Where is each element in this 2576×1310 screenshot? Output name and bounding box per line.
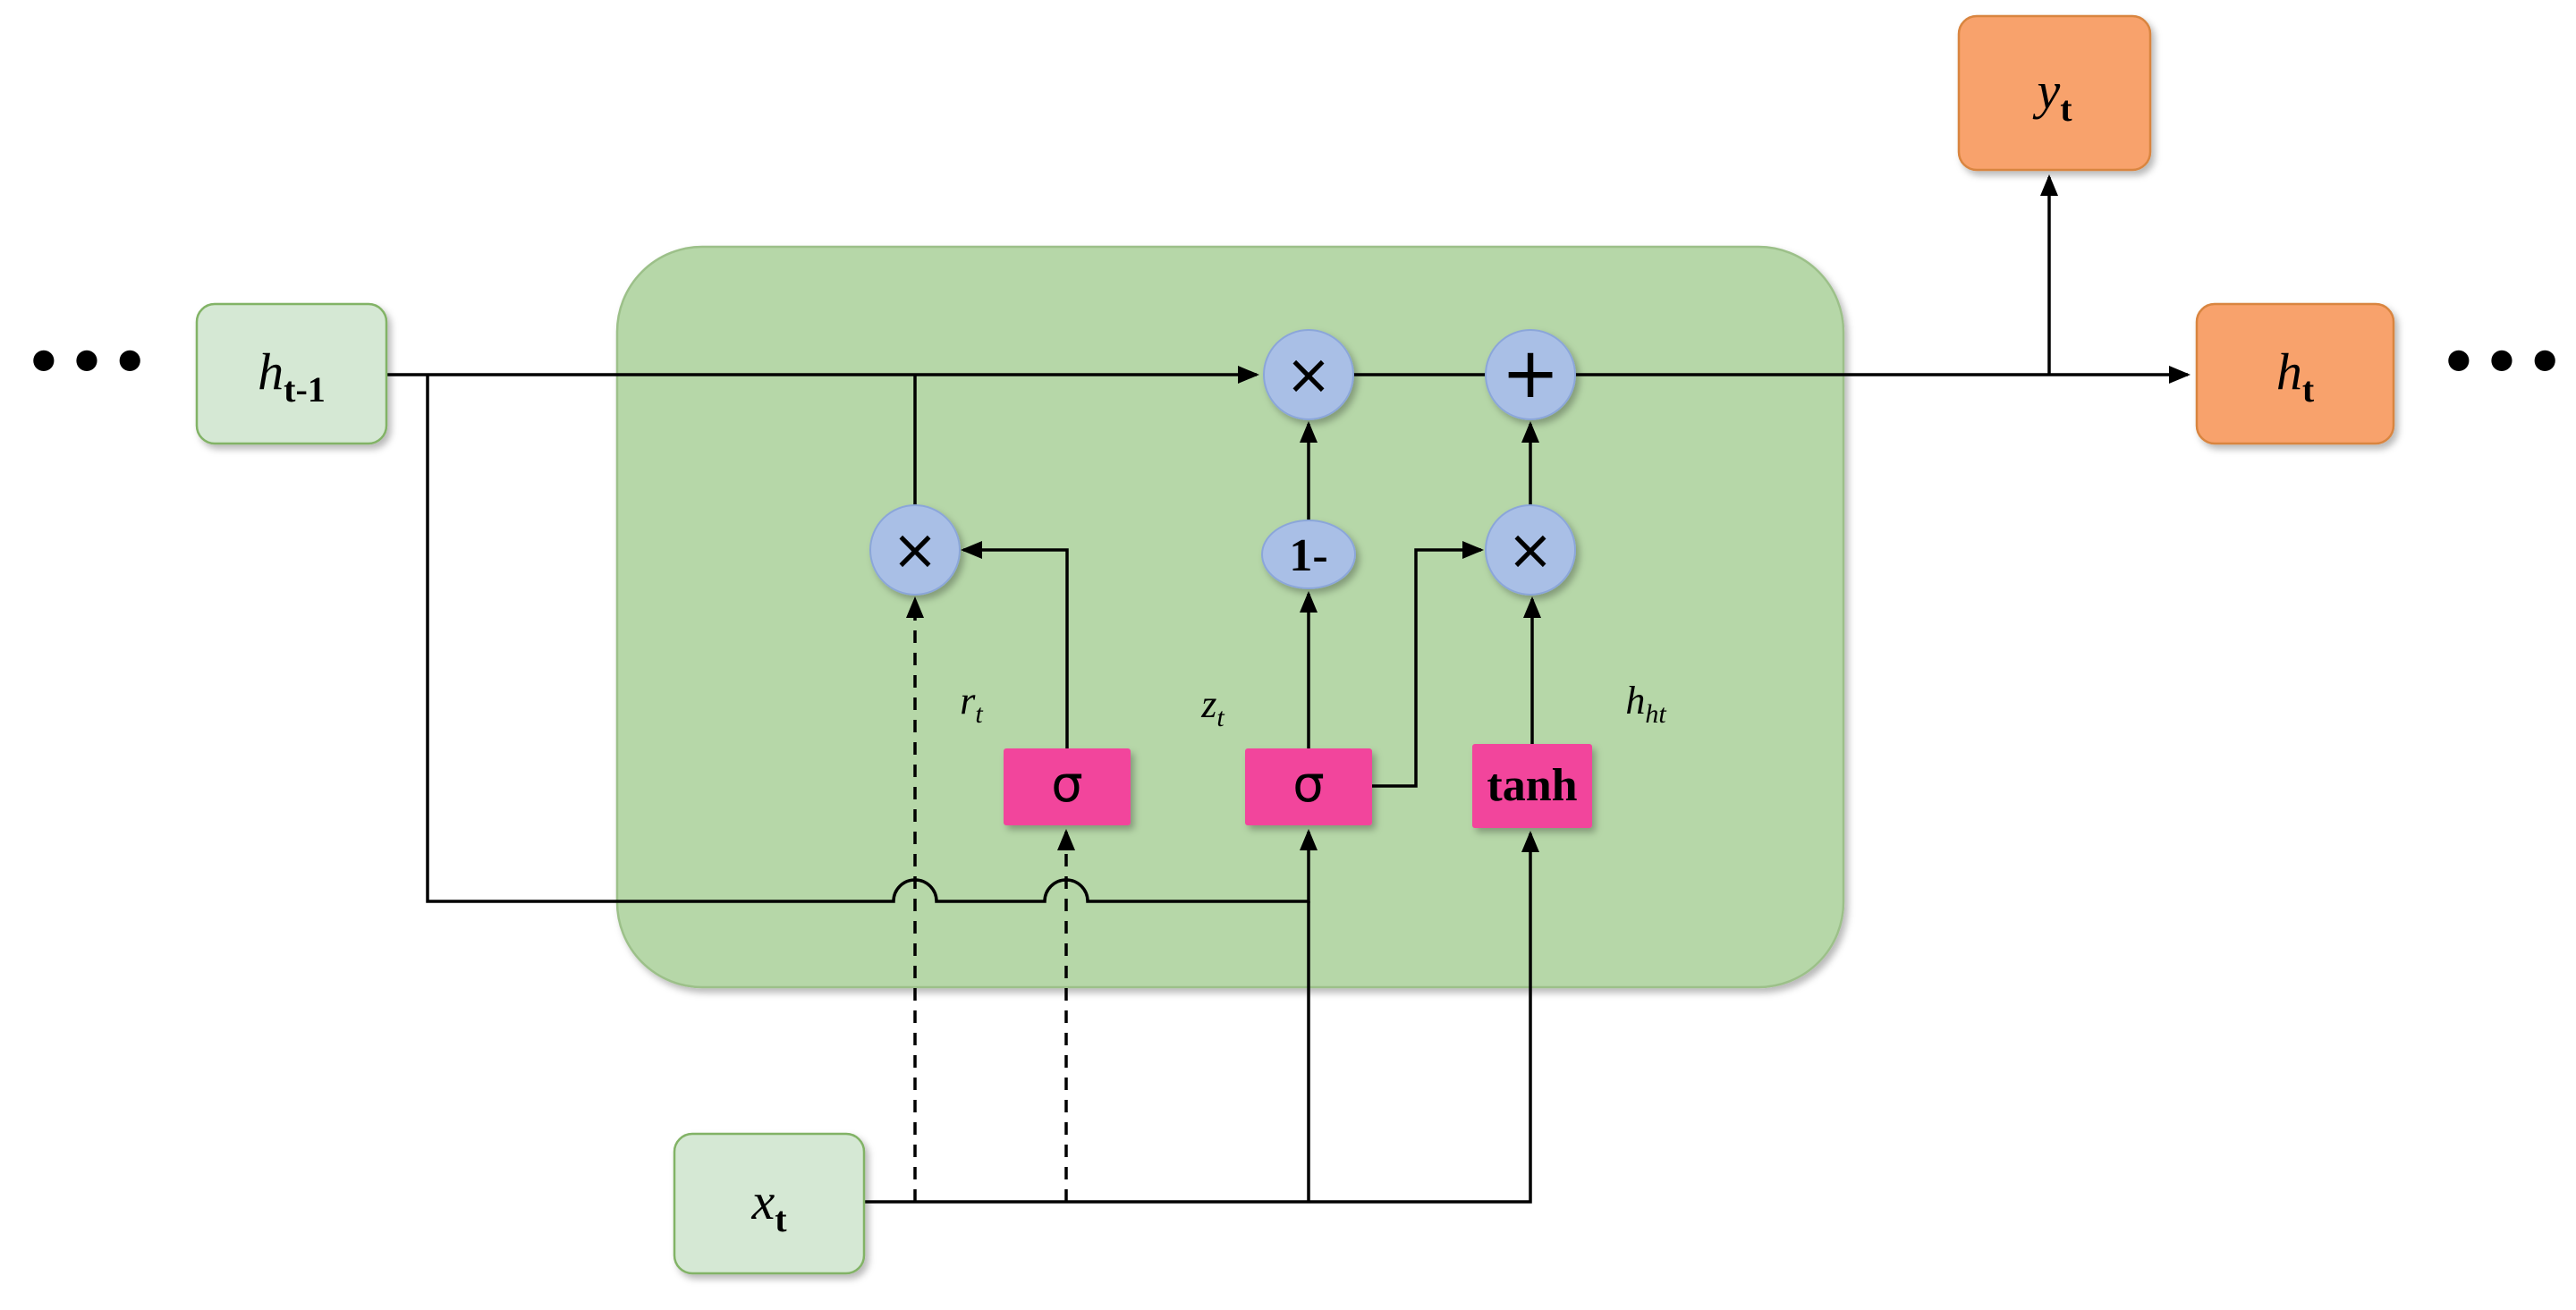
add-node: [1485, 329, 1576, 420]
update-gate-label: σ: [1292, 756, 1325, 814]
edge-update-gate-to-multiply-right: [1372, 541, 1484, 788]
h-prev-base: h: [258, 342, 284, 401]
one-minus-node: [1261, 520, 1356, 589]
reset-gate-box: [1004, 748, 1131, 825]
edges: [386, 174, 2190, 1204]
tanh-label: tanh: [1487, 760, 1577, 811]
add-symbol: +: [1501, 334, 1559, 414]
x-input-base: x: [750, 1172, 775, 1230]
edge-hprev-branch-to-update-gate: [426, 375, 1318, 903]
one-minus-label: 1-: [1289, 530, 1327, 581]
reset-gate-label: σ: [1051, 756, 1083, 814]
multiply-right-symbol: ×: [1507, 517, 1554, 582]
h-candidate-base: h: [1625, 679, 1645, 723]
y-output-box: [1957, 14, 2152, 172]
z-t-sub: t: [1216, 703, 1224, 732]
gate-nodes: σ σ tanh: [1004, 744, 1592, 828]
r-t-sub: t: [975, 699, 983, 729]
h-prev-box: [195, 302, 388, 445]
io-nodes: ht-1 xt yt ht: [195, 14, 2395, 1275]
h-prev-label: ht-1: [258, 342, 326, 410]
z-t-base: z: [1200, 682, 1216, 726]
y-output-label: yt: [2032, 62, 2072, 129]
y-output-base: y: [2032, 62, 2060, 120]
z-t-label: zt: [1200, 682, 1224, 732]
ellipsis-left: •••: [25, 328, 155, 397]
operator-nodes: × + × × 1-: [869, 329, 1576, 596]
r-t-label: rt: [960, 679, 983, 729]
x-input-box: [673, 1132, 866, 1275]
multiply-right-node: [1485, 504, 1576, 596]
h-candidate-label: hht: [1625, 679, 1666, 729]
multiply-left-symbol: ×: [892, 517, 938, 582]
h-prev-sub: t-1: [284, 369, 326, 410]
y-output-sub: t: [2060, 89, 2072, 129]
update-gate-box: [1245, 748, 1372, 825]
multiply-top-node: [1263, 329, 1354, 420]
x-input-sub: t: [775, 1199, 787, 1239]
tanh-box: [1472, 744, 1592, 828]
multiply-left-node: [869, 504, 961, 596]
edge-reset-gate-to-multiply-left: [961, 541, 1069, 748]
r-t-base: r: [960, 679, 976, 723]
gru-cell-body: [615, 245, 1845, 989]
h-next-label: ht: [2276, 342, 2315, 410]
ellipsis-right: •••: [2440, 328, 2570, 397]
edge-xt-to-tanh: [864, 831, 1539, 1204]
h-candidate-sub: ht: [1645, 699, 1666, 729]
x-input-label: xt: [750, 1172, 787, 1239]
signal-labels: rt zt hht: [960, 679, 1666, 732]
h-next-base: h: [2276, 342, 2302, 401]
multiply-top-symbol: ×: [1285, 342, 1332, 407]
h-next-sub: t: [2302, 369, 2315, 410]
h-next-box: [2195, 302, 2395, 445]
